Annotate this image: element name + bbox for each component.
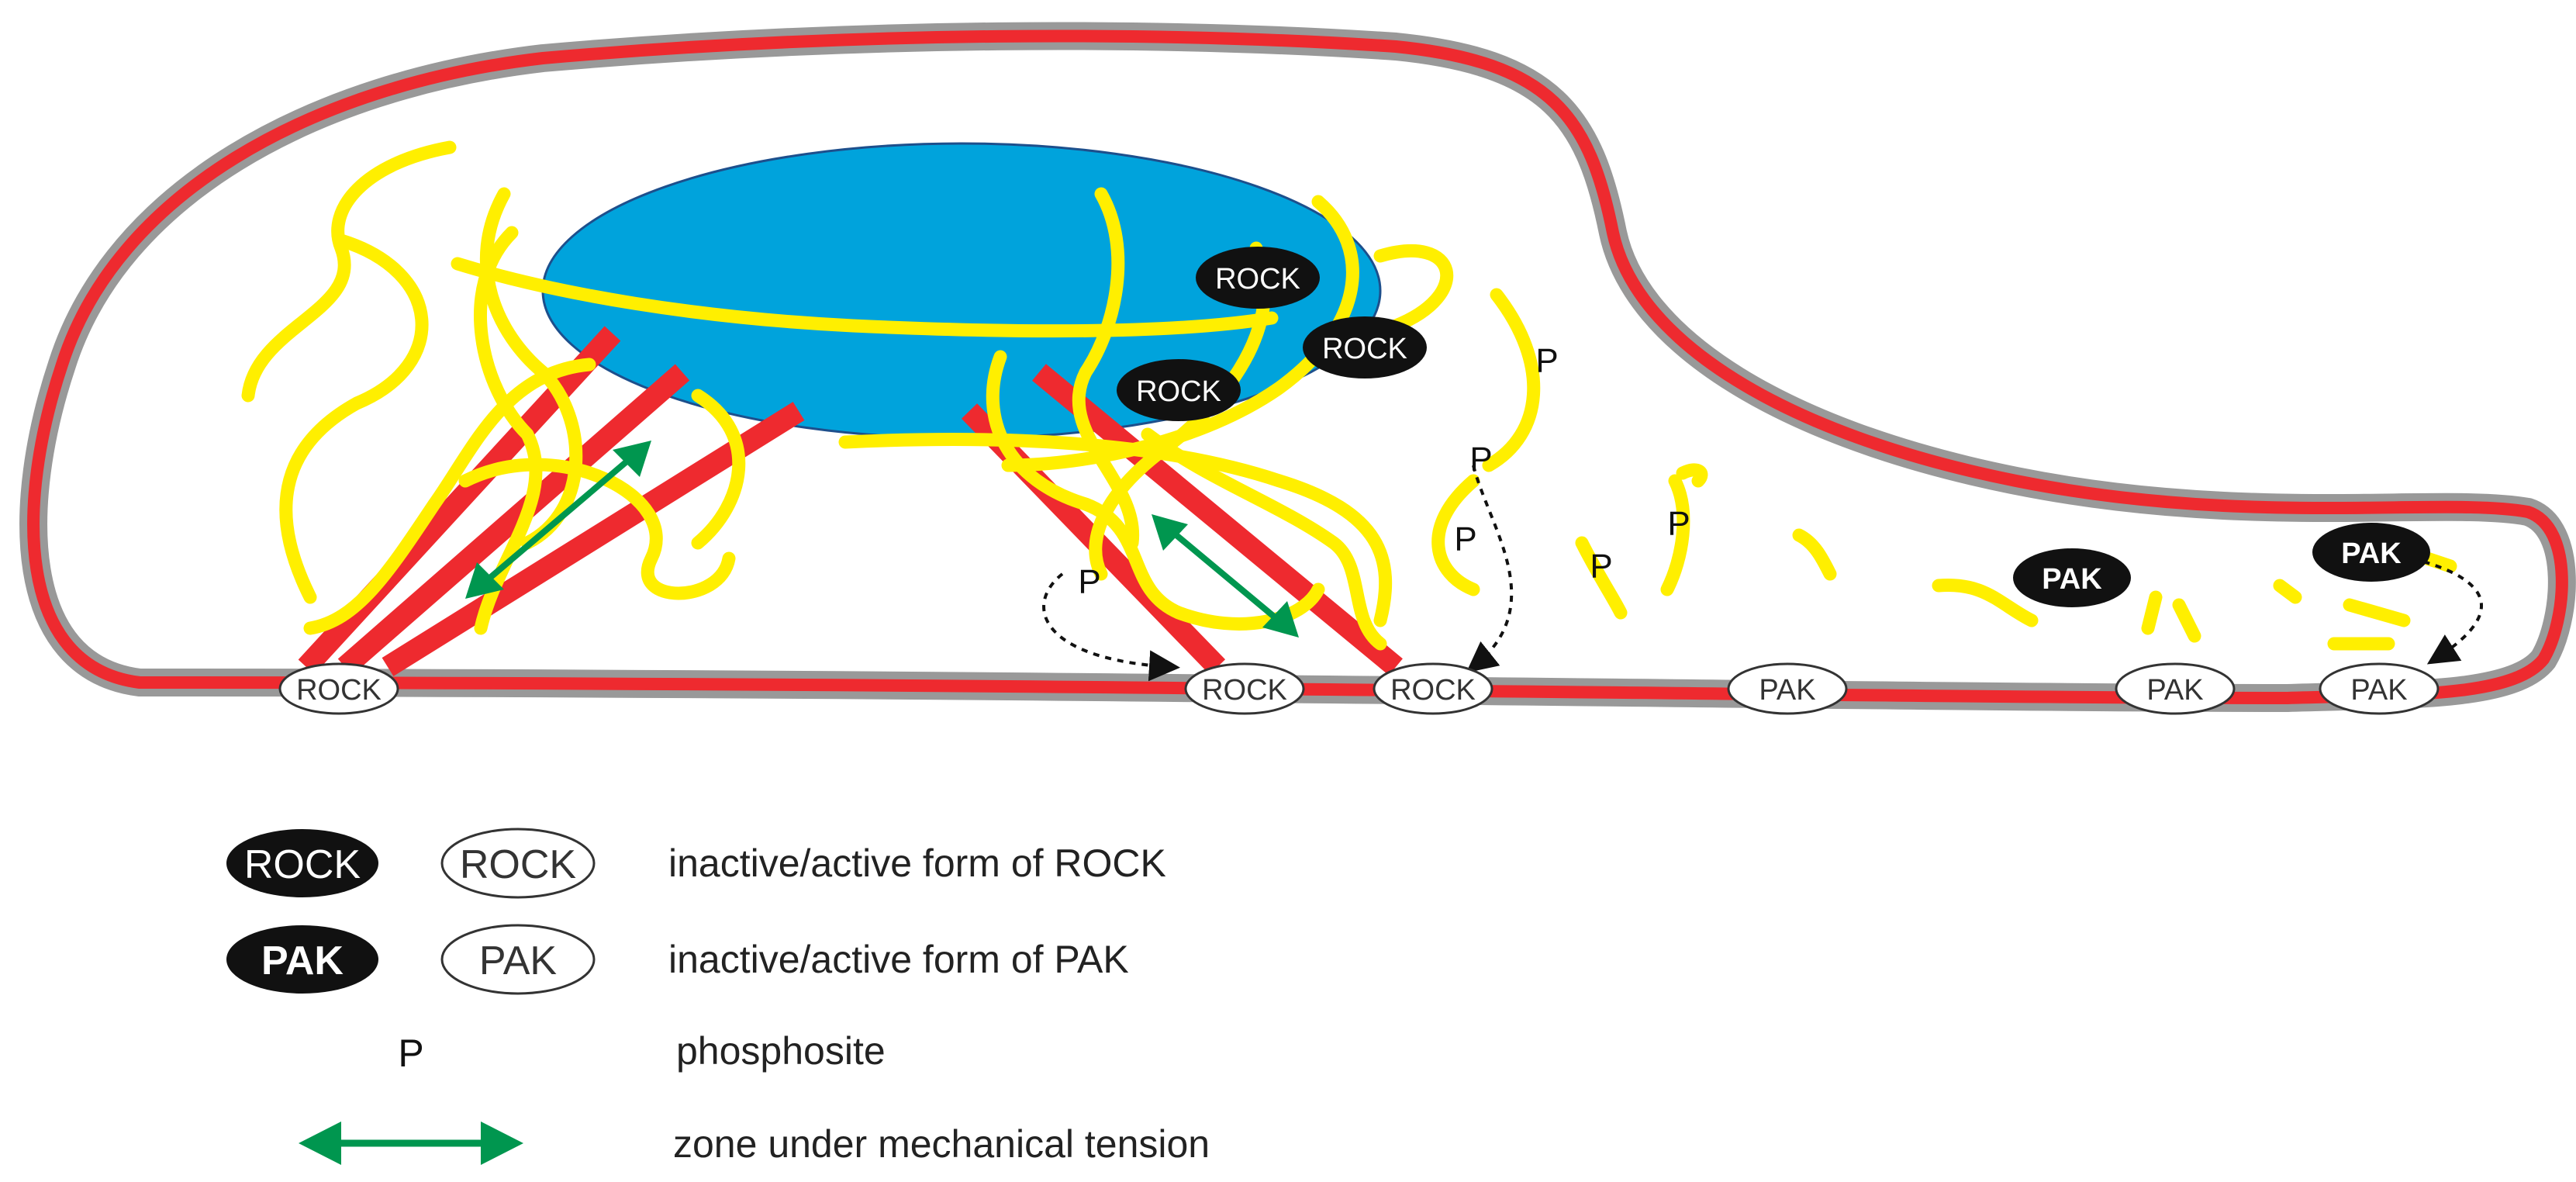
tension-arrow-right-head-b <box>1262 601 1299 638</box>
translocation-arrows <box>1042 465 2483 682</box>
legend-row-phosphosite: P phosphosite <box>398 1029 885 1075</box>
pak-active-2: PAK <box>2115 662 2236 715</box>
legend-pak-inactive-label: PAK <box>261 938 344 983</box>
phosphosite-3: P <box>1454 520 1476 558</box>
tension-arrow-left-head-b <box>613 441 651 477</box>
legend-row-rock: ROCK ROCK inactive/active form of ROCK <box>226 828 1166 899</box>
legend-pak-active <box>440 924 596 995</box>
legend-rock-inactive <box>226 829 378 897</box>
phosphosite-2: P <box>1469 441 1492 479</box>
rock-active-3-label: ROCK <box>1390 674 1476 707</box>
pak-inactive-1-label: PAK <box>2042 563 2102 596</box>
rock-inactive-1-label: ROCK <box>1215 263 1300 296</box>
legend-row-pak: PAK PAK inactive/active form of PAK <box>226 924 1129 995</box>
rock-active-1-label: ROCK <box>296 674 382 707</box>
phosphosite-4: P <box>1078 563 1100 601</box>
pak-active-2-label: PAK <box>2146 674 2203 707</box>
phosphosite-6: P <box>1590 548 1612 586</box>
legend-tension-arrow-head-right <box>481 1122 523 1165</box>
legend-tension-description: zone under mechanical tension <box>673 1122 1210 1166</box>
rock-active-1: ROCK <box>278 662 399 715</box>
tension-arrow-left <box>478 451 638 589</box>
rock-inactive-3: ROCK <box>1117 359 1241 421</box>
pak-inactive-1: PAK <box>2013 548 2131 607</box>
rock-active-3: ROCK <box>1373 662 1493 715</box>
cell-membrane <box>27 29 2568 704</box>
rock-inactive-3-label: ROCK <box>1136 375 1221 408</box>
legend-rock-active-label: ROCK <box>460 842 577 887</box>
tension-arrow-left-head-a <box>465 562 504 599</box>
pak-inactive-2: PAK <box>2312 523 2430 582</box>
rock-inactive-1: ROCK <box>1196 247 1320 309</box>
pak-active-3: PAK <box>2319 662 2440 715</box>
phosphosite-5: P <box>1667 505 1690 543</box>
legend-pak-active-label: PAK <box>479 938 558 983</box>
legend-phosphosite-description: phosphosite <box>676 1029 886 1073</box>
legend-pak-description: inactive/active form of PAK <box>668 938 1129 981</box>
rock-inactive-2: ROCK <box>1303 316 1427 378</box>
legend-pak-inactive <box>226 925 378 994</box>
legend-row-tension: zone under mechanical tension <box>299 1122 1210 1166</box>
legend-rock-inactive-label: ROCK <box>244 842 361 887</box>
tension-arrows <box>465 441 1299 638</box>
rock-active-2: ROCK <box>1184 662 1305 715</box>
pak-active-1: PAK <box>1727 662 1848 715</box>
rock-inactive-2-label: ROCK <box>1322 333 1407 365</box>
legend-rock-description: inactive/active form of ROCK <box>668 842 1166 885</box>
pak-active-3-label: PAK <box>2350 674 2407 707</box>
tension-arrow-right <box>1165 524 1286 627</box>
pak-inactive-2-label: PAK <box>2341 537 2402 570</box>
legend-rock-active <box>440 828 596 899</box>
pak-active-1-label: PAK <box>1759 674 1815 707</box>
legend-tension-arrow-head-left <box>299 1122 341 1165</box>
legend-phosphosite-symbol: P <box>398 1032 423 1075</box>
legend: ROCK ROCK inactive/active form of ROCK P… <box>226 828 1210 1166</box>
tension-arrow-right-head-a <box>1152 514 1188 551</box>
phosphosite-1: P <box>1535 342 1558 380</box>
phosphosites: P P P P P P <box>1078 342 1690 601</box>
rock-active-2-label: ROCK <box>1202 674 1287 707</box>
filaments <box>241 140 2457 651</box>
